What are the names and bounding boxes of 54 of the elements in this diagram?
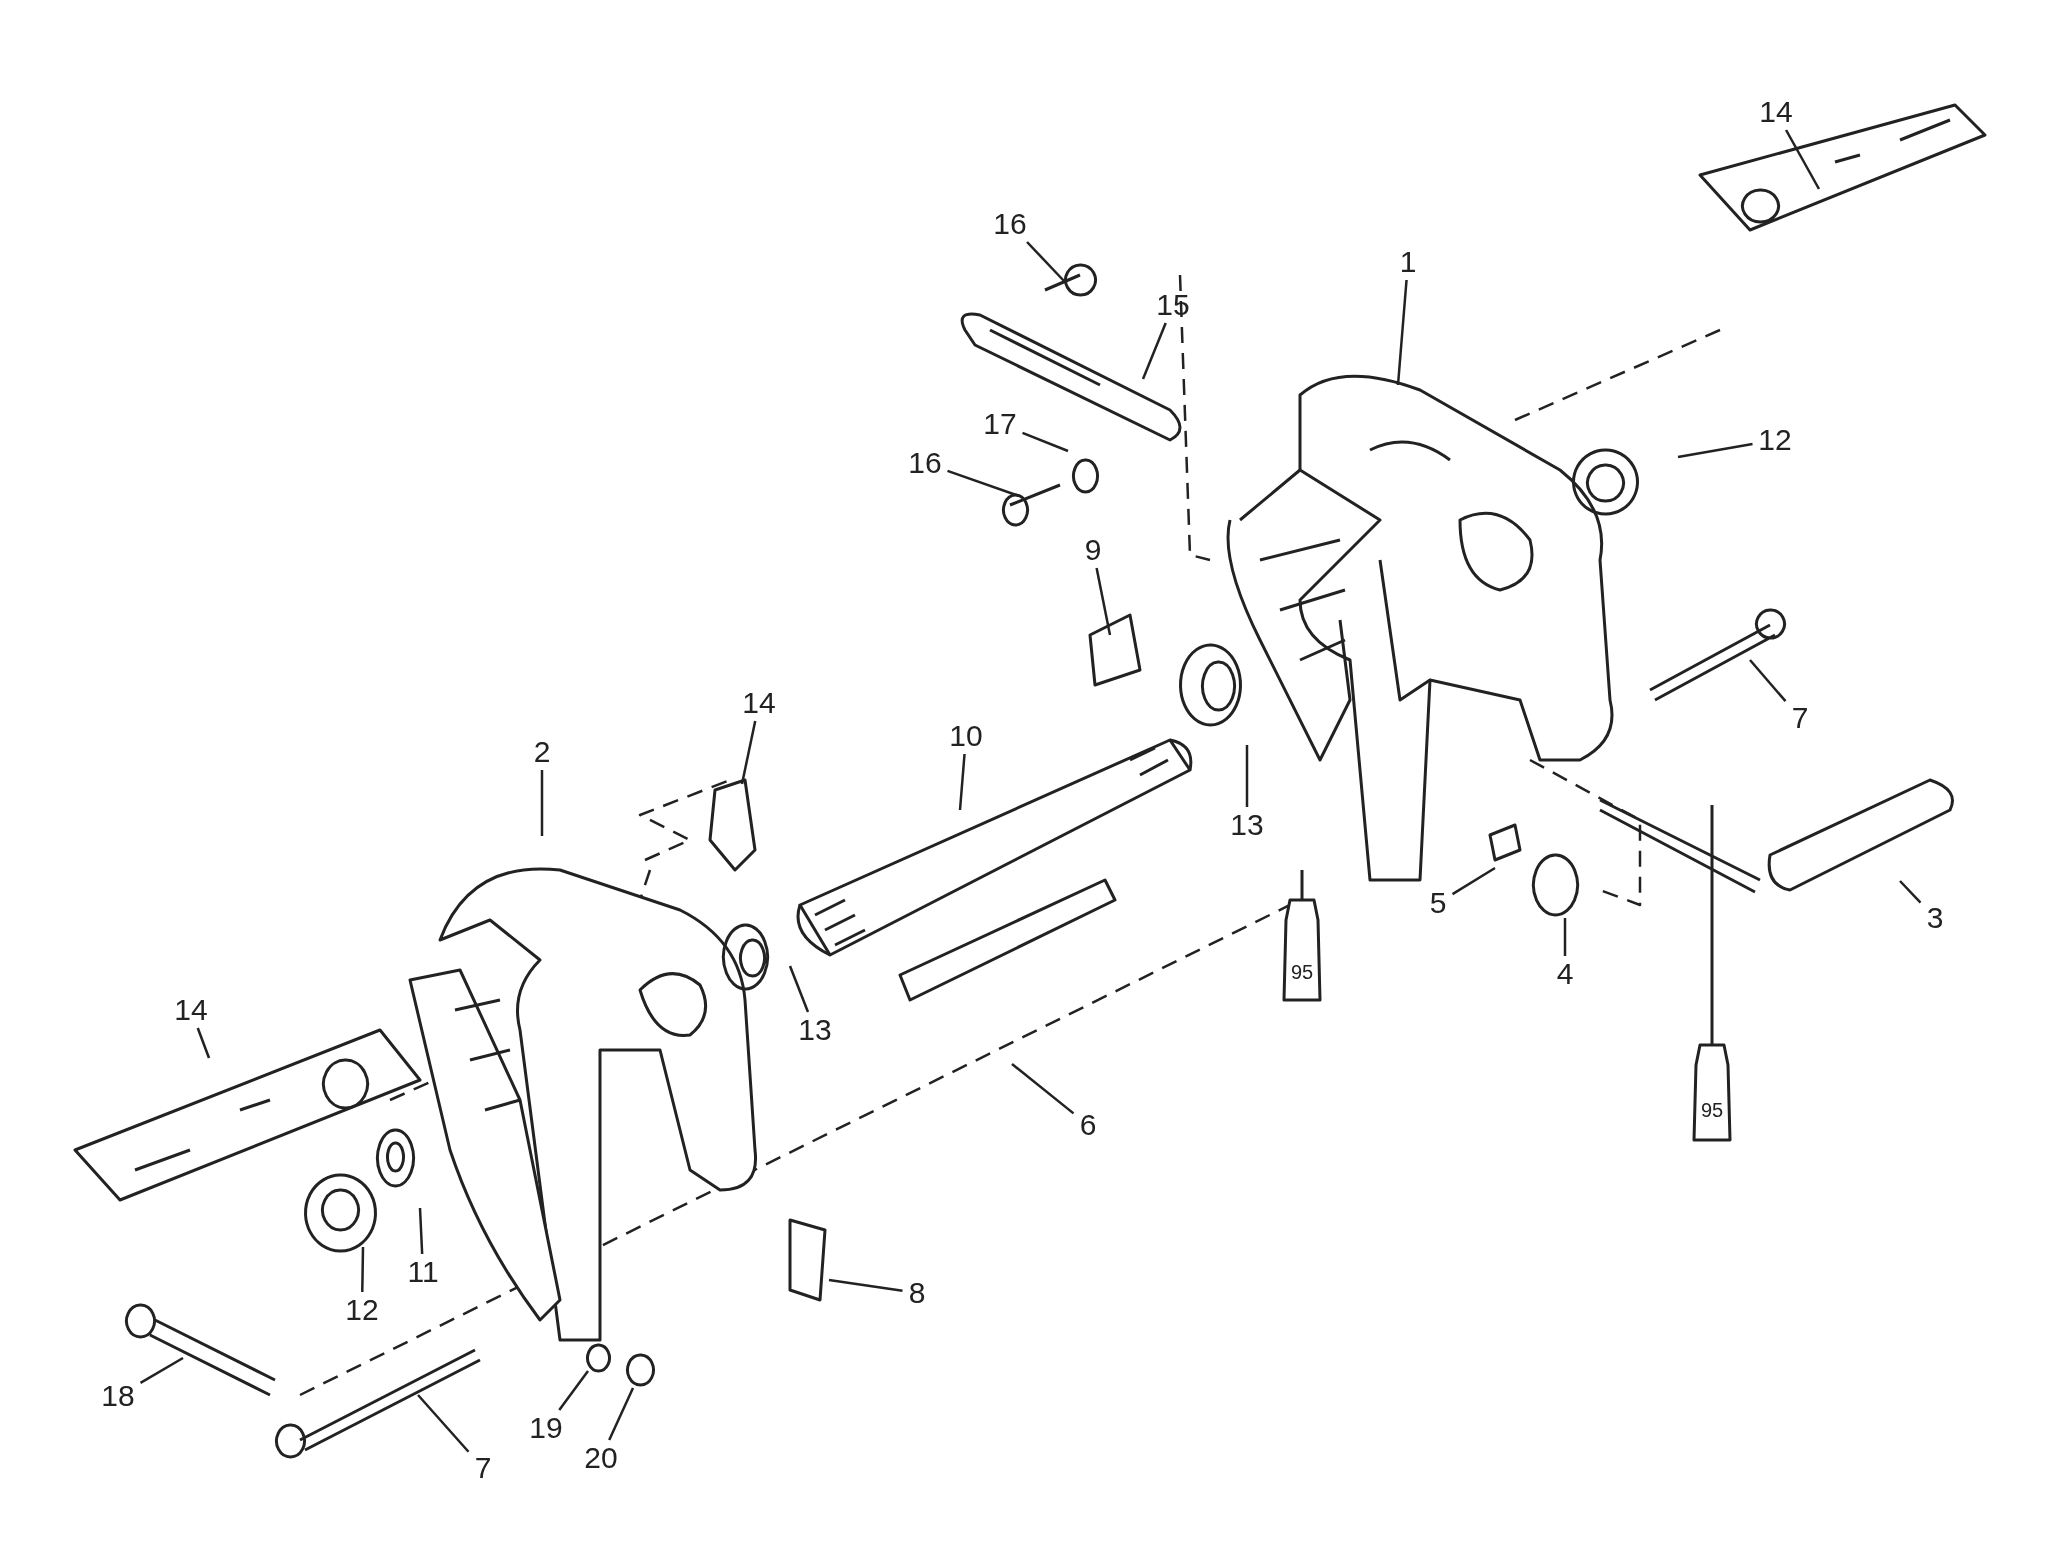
leader-line — [1011, 1063, 1075, 1115]
callout-number: 2 — [531, 736, 553, 768]
leader-line — [1026, 241, 1065, 282]
callout-number: 18 — [99, 1380, 137, 1412]
leader-line — [196, 1027, 211, 1059]
callout-number: 12 — [343, 1294, 381, 1326]
leader-line — [417, 1394, 470, 1453]
callout-number: 4 — [1554, 958, 1576, 990]
callout-number: 14 — [740, 687, 778, 719]
callout-number: 10 — [947, 720, 985, 752]
leader-line — [828, 1278, 903, 1293]
leader-line — [788, 965, 810, 1013]
callout-number: 12 — [1756, 424, 1794, 456]
leader-line — [540, 770, 544, 836]
callout-number: 14 — [172, 994, 210, 1026]
callout-number: 3 — [1924, 902, 1946, 934]
tube-label: 95 — [1700, 1100, 1724, 1120]
callout-number: 14 — [1757, 96, 1795, 128]
leader-line — [1245, 745, 1249, 807]
callout-number: 16 — [906, 447, 944, 479]
callout-number: 15 — [1154, 289, 1192, 321]
tube-label: 95 — [1290, 962, 1314, 982]
callout-number: 16 — [991, 208, 1029, 240]
leader-line — [958, 753, 966, 811]
leader-line — [947, 469, 1020, 498]
callout-number: 7 — [472, 1452, 494, 1484]
leader-line — [1899, 880, 1922, 904]
callout-number: 11 — [405, 1256, 441, 1288]
leader-line — [1141, 322, 1167, 380]
callout-number: 9 — [1082, 534, 1104, 566]
leader-line — [558, 1370, 589, 1411]
leader-line — [1784, 129, 1821, 190]
leader-line — [740, 720, 757, 785]
callout-number: 6 — [1077, 1109, 1099, 1141]
leader-line — [1677, 442, 1753, 459]
callout-number: 7 — [1789, 702, 1811, 734]
callout-number: 8 — [906, 1277, 928, 1309]
leader-line — [1451, 866, 1496, 896]
callout-number: 13 — [796, 1014, 834, 1046]
leader-line — [608, 1387, 635, 1441]
leader-line — [361, 1247, 365, 1292]
leader-line — [139, 1356, 184, 1384]
callout-number: 20 — [582, 1442, 620, 1474]
callout-number: 13 — [1228, 809, 1266, 841]
callout-number: 5 — [1427, 887, 1449, 919]
leader-line — [418, 1207, 424, 1255]
callout-number: 17 — [981, 408, 1019, 440]
callout-number: 1 — [1397, 246, 1419, 278]
leader-line — [1563, 918, 1567, 956]
leader-line — [1396, 279, 1408, 386]
leader-line — [1022, 431, 1069, 453]
leader-line — [1749, 659, 1787, 702]
leader-line — [1095, 567, 1112, 636]
callout-number: 19 — [527, 1412, 565, 1444]
